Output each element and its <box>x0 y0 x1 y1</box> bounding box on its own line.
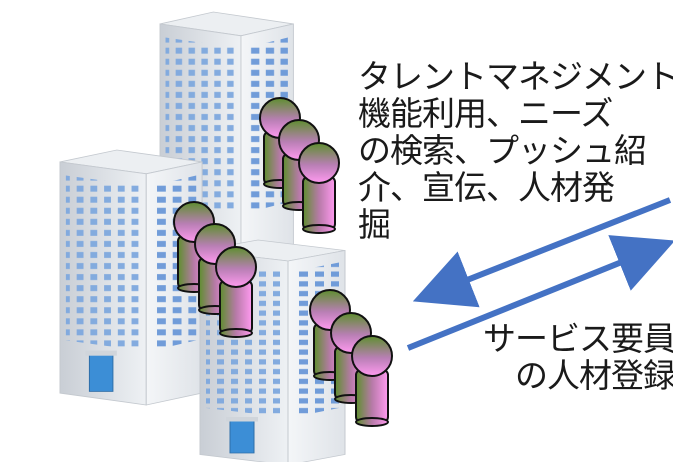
description-line: の検索、プッシュ紹 <box>358 131 647 170</box>
arrow-to-service <box>406 235 673 351</box>
person-icon <box>351 335 393 427</box>
person-icon <box>298 142 340 234</box>
arrow-to-companies <box>412 197 672 308</box>
function-description-label: タレントマネジメント 機能利用、ニーズ の検索、プッシュ紹 介、宣伝、人材発 掘 <box>358 58 673 243</box>
description-line: タレントマネジメント <box>358 57 673 96</box>
service-line: サービス要員 <box>483 319 673 358</box>
description-line: 掘 <box>358 205 391 244</box>
service-registration-label: サービス要員 の人材登録 <box>483 320 673 394</box>
description-line: 介、宣伝、人材発 <box>358 168 615 207</box>
description-line: 機能利用、ニーズ <box>358 94 613 133</box>
service-line: の人材登録 <box>515 356 673 395</box>
person-icon <box>215 246 257 338</box>
